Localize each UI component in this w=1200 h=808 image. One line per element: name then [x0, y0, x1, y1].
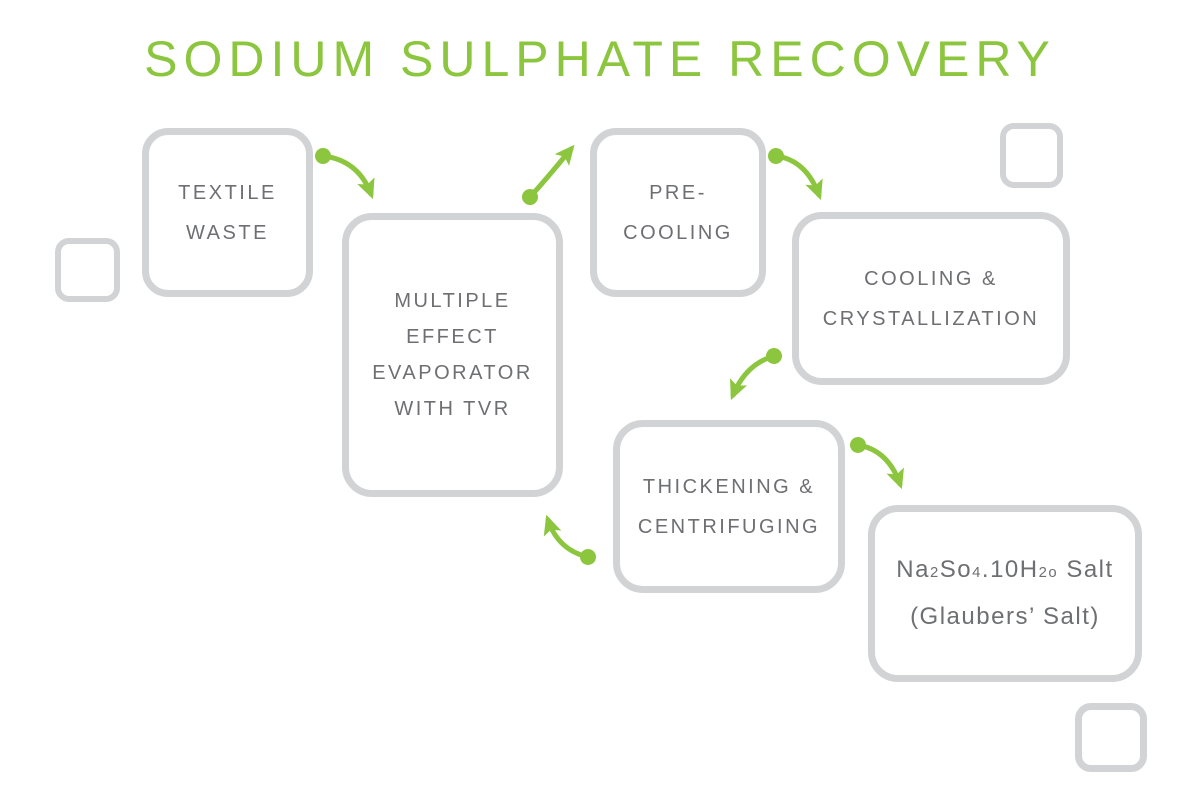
- arrow-thickening-to-salt-icon: [849, 436, 904, 490]
- arrow-pre-cooling-to-cooling-icon: [767, 147, 823, 201]
- node-textile-waste: TEXTILE WASTE: [142, 128, 313, 297]
- node-textile-waste-label: TEXTILE WASTE: [178, 181, 277, 244]
- salt-formula: Na2So4.10H2o Salt: [896, 556, 1114, 583]
- node-thickening-centrifuging: THICKENING & CENTRIFUGING: [613, 420, 845, 593]
- node-glaubers-salt-label: Na2So4.10H2o Salt (Glaubers’ Salt): [896, 548, 1113, 639]
- node-thickening-centrifuging-label: THICKENING & CENTRIFUGING: [637, 475, 821, 538]
- node-multiple-effect-evaporator-label: MULTIPLE EFFECT EVAPORATOR WITH TVR: [372, 290, 533, 420]
- deco-square-left: [55, 238, 120, 302]
- arrow-evaporator-to-pre-cooling-icon: [521, 144, 575, 206]
- node-cooling-crystallization: COOLING & CRYSTALLIZATION: [792, 212, 1070, 385]
- diagram-title: SODIUM SULPHATE RECOVERY: [144, 31, 1056, 87]
- arrow-thickening-to-evaporator-icon: [543, 514, 597, 566]
- deco-square-top-right: [1000, 123, 1063, 188]
- salt-common-name: (Glaubers’ Salt): [910, 603, 1100, 630]
- node-pre-cooling: PRE- COOLING: [590, 128, 766, 297]
- node-multiple-effect-evaporator: MULTIPLE EFFECT EVAPORATOR WITH TVR: [342, 213, 563, 497]
- node-glaubers-salt: Na2So4.10H2o Salt (Glaubers’ Salt): [868, 505, 1142, 682]
- deco-square-bottom-right: [1075, 703, 1147, 772]
- arrow-cooling-to-thickening-icon: [730, 347, 783, 401]
- node-cooling-crystallization-label: COOLING & CRYSTALLIZATION: [822, 267, 1040, 330]
- arrow-textile-to-evaporator-icon: [314, 147, 375, 200]
- node-pre-cooling-label: PRE- COOLING: [623, 181, 733, 244]
